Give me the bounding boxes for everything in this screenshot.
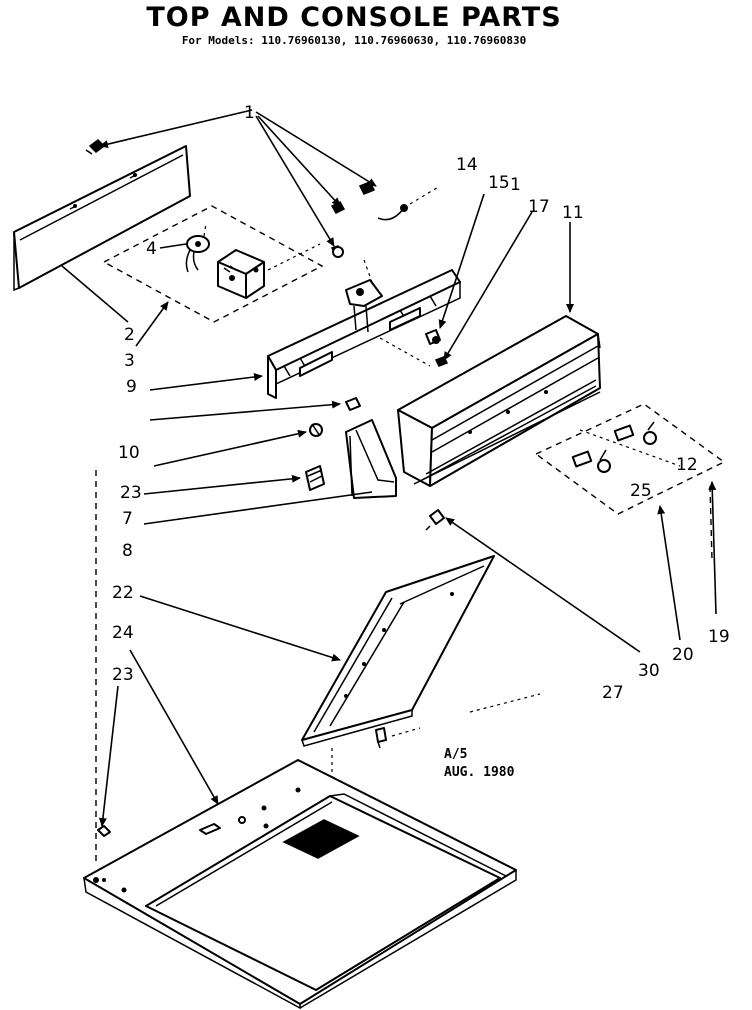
top-part-24 [83, 759, 517, 1010]
callout-11: 11 [562, 203, 584, 223]
revision-note-line1: A/5 [444, 747, 467, 762]
page-title: TOP AND CONSOLE PARTS [146, 2, 562, 33]
callout-10: 10 [118, 443, 140, 463]
callout-25: 25 [630, 481, 652, 501]
panel-support-part-22 [301, 555, 495, 810]
callout-30: 30 [638, 661, 660, 681]
screws-part-1 [85, 139, 376, 258]
switch-part-12 [613, 421, 657, 445]
alignment-line-right [709, 485, 713, 561]
callout-2: 2 [124, 325, 135, 345]
bracket-part-7 [305, 465, 325, 491]
callout-17: 17 [528, 197, 550, 217]
knob-part-10 [345, 397, 361, 411]
callout-22: 22 [112, 583, 134, 603]
callout-12: 12 [676, 455, 698, 475]
callout-14: 14 [456, 155, 478, 175]
callout-9: 9 [126, 377, 137, 397]
callout-3: 3 [124, 351, 135, 371]
rear-panel-part-2 [13, 145, 191, 292]
console-housing-part-11 [397, 315, 601, 487]
timer-block [217, 249, 265, 299]
switch-part-25 [571, 449, 611, 473]
revision-note-line2: AUG. 1980 [444, 765, 515, 780]
wire-harness-part-4 [185, 235, 210, 273]
console-bracket-part-9 [267, 259, 461, 399]
knob-parts-15-17 [379, 329, 449, 367]
clip-part-23-upper [309, 423, 323, 437]
callout-8: 8 [122, 541, 133, 561]
callout-23-upper: 23 [120, 483, 142, 503]
alignment-dot [93, 877, 99, 883]
screw-part-27 [375, 693, 541, 749]
leader-lines [61, 109, 717, 827]
callout-4: 4 [146, 239, 157, 259]
clip-part-14 [377, 185, 441, 221]
callout-27: 27 [602, 683, 624, 703]
model-list: For Models: 110.76960130, 110.76960630, … [181, 34, 527, 47]
clip-part-30 [425, 509, 445, 531]
callout-labels: 1 14 15 1 17 11 4 2 3 9 10 23 7 8 12 25 … [112, 103, 730, 780]
callout-24: 24 [112, 623, 134, 643]
end-cap-part-8 [345, 419, 397, 499]
clip-part-23-lower [97, 825, 111, 837]
callout-15: 15 [488, 173, 510, 193]
callout-7: 7 [122, 509, 133, 529]
callout-20: 20 [672, 645, 694, 665]
callout-19: 19 [708, 627, 730, 647]
callout-23-lower: 23 [112, 665, 134, 685]
bracket-group-part-3 [102, 205, 324, 323]
callout-1-top: 1 [244, 103, 255, 123]
switch-group-parts-12-25 [534, 403, 726, 515]
callout-1-right: 1 [510, 175, 521, 195]
